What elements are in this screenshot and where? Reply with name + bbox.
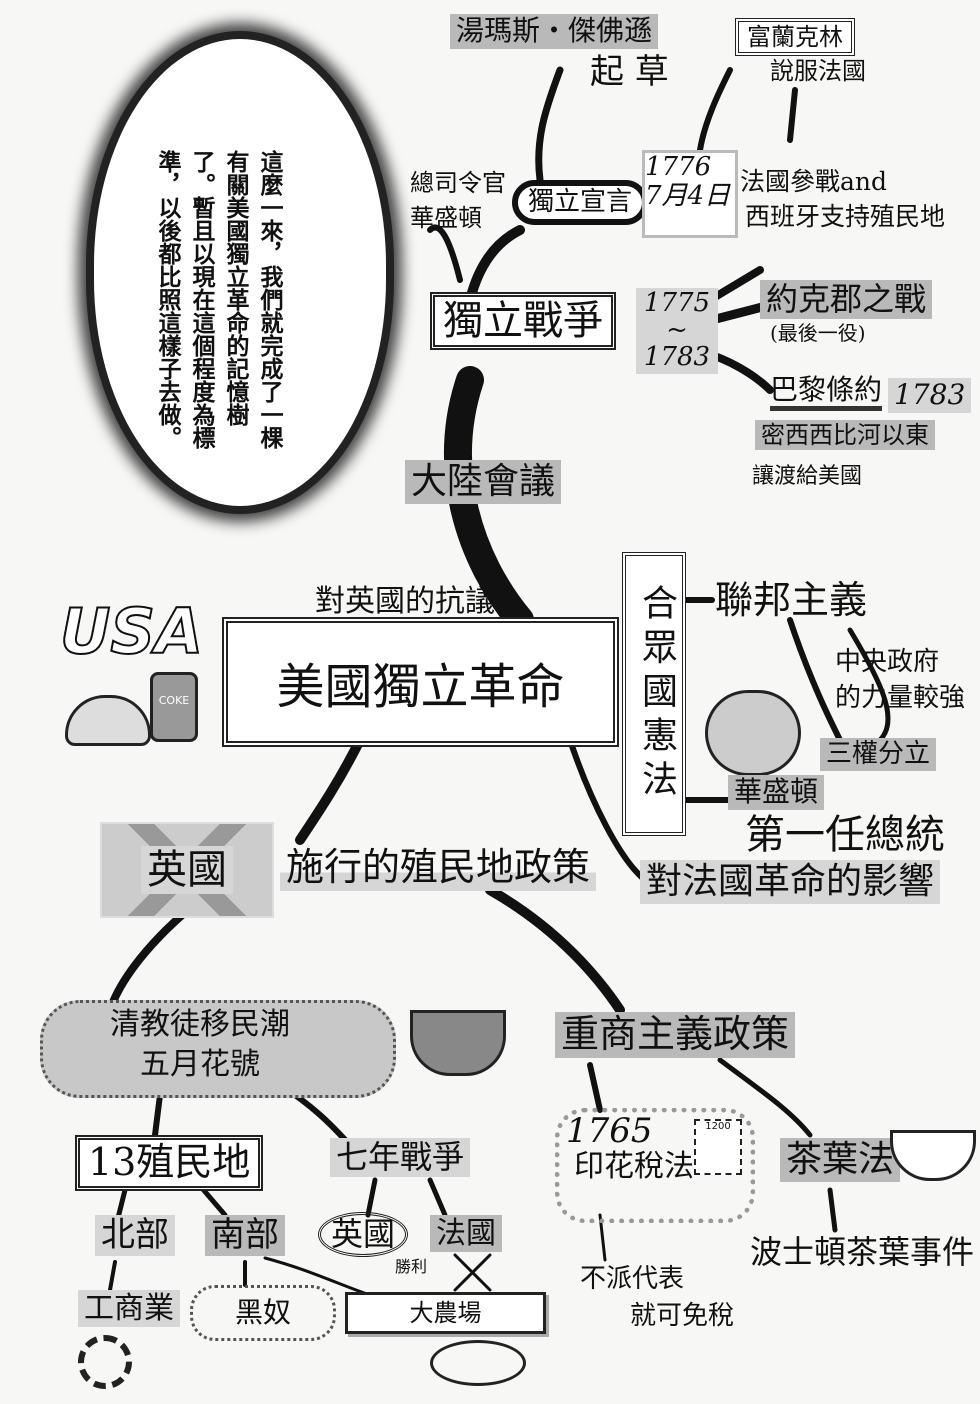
britain-label: 英國 <box>141 846 233 894</box>
war-end: 1783 <box>643 342 711 372</box>
node-jefferson: 湯瑪斯・傑佛遜 <box>450 14 659 49</box>
node-separation: 三權分立 <box>820 738 937 771</box>
node-last-battle: (最後一役) <box>770 321 866 345</box>
node-cede: 讓渡給美國 <box>752 464 863 489</box>
node-commander: 總司令官 <box>410 169 506 197</box>
node-first-president: 第一任總統 <box>745 812 945 858</box>
node-central-gov: 中央政府 <box>835 647 940 677</box>
node-plantation: 大農場 <box>345 1292 546 1334</box>
node-uk: 英國 <box>318 1212 409 1258</box>
node-puritan: 清教徒移民潮 <box>110 1007 290 1042</box>
node-war: 獨立戰爭 <box>430 292 616 350</box>
ship-icon <box>410 1010 506 1076</box>
node-tax-free: 就可免稅 <box>630 1301 735 1331</box>
node-paris-year: 1783 <box>888 378 972 413</box>
node-victory: 勝利 <box>395 1257 428 1276</box>
node-france-join: 法國參戰and <box>740 167 888 196</box>
node-declaration: 獨立宣言 <box>512 180 649 225</box>
gear-icon <box>78 1335 132 1389</box>
node-yorktown: 約克郡之戰 <box>760 280 933 320</box>
node-constitution: 合眾國憲法 <box>622 552 686 836</box>
center-node: 美國獨立革命 <box>222 617 619 747</box>
node-draft: 起 草 <box>590 52 669 92</box>
declaration-year: 1776 <box>645 152 712 182</box>
node-stronger: 的力量較強 <box>835 683 966 713</box>
coke-can: COKE <box>150 672 198 742</box>
node-french-revolution: 對法國革命的影響 <box>640 860 941 904</box>
node-franklin: 富蘭克林 <box>735 18 855 57</box>
node-declaration-date: 1776 7月4日 <box>642 150 738 238</box>
hamburger-icon <box>65 695 151 746</box>
node-south: 南部 <box>205 1215 285 1257</box>
node-washington-1: 華盛頓 <box>410 204 482 232</box>
node-washington-2: 華盛頓 <box>728 775 825 810</box>
declaration-day: 7月4日 <box>645 180 731 211</box>
war-start: 1775 <box>643 288 711 318</box>
node-slaves: 黑奴 <box>190 1285 336 1341</box>
node-colonies: 13殖民地 <box>75 1135 264 1191</box>
node-boston: 波士頓茶葉事件 <box>750 1233 975 1271</box>
stamp-year: 1765 <box>566 1111 653 1151</box>
stamp-act-label: 印花稅法 <box>574 1149 694 1185</box>
node-fr: 法國 <box>430 1215 502 1252</box>
node-congress: 大陸會議 <box>405 460 562 504</box>
node-mercantile: 重商主義政策 <box>555 1012 796 1058</box>
node-war-years: 1775 ~ 1783 <box>636 288 718 374</box>
pudding-icon <box>430 1340 526 1386</box>
speech-bubble <box>100 45 380 500</box>
stamp-icon: 1200 <box>694 1119 742 1175</box>
node-industry: 工商業 <box>78 1290 180 1327</box>
node-persuade-france: 說服法國 <box>770 57 866 85</box>
node-britain: 英國 <box>100 822 274 918</box>
bubble-text: 這麼一來，我們就完成了一棵有關美國獨立革命的記憶樹了。暫且以現在這個程度為標準，… <box>154 150 282 449</box>
war-tilde: ~ <box>666 315 688 345</box>
node-protest: 對英國的抗議 <box>315 584 495 619</box>
node-seven-years: 七年戰爭 <box>330 1138 471 1178</box>
node-mississippi: 密西西比河以東 <box>755 420 935 451</box>
usa-logo: USA <box>59 595 204 668</box>
node-north: 北部 <box>95 1215 175 1257</box>
node-policy: 施行的殖民地政策 <box>280 845 597 891</box>
tree-icon <box>705 690 801 776</box>
node-no-representation: 不派代表 <box>580 1264 685 1294</box>
node-mayflower: 五月花號 <box>140 1047 260 1082</box>
node-puritan-cloud <box>40 1000 396 1098</box>
node-tea-act: 茶葉法 <box>780 1138 901 1182</box>
node-federalism: 聯邦主義 <box>715 578 868 622</box>
node-paris: 巴黎條約 <box>770 374 883 411</box>
node-spain-support: 西班牙支持殖民地 <box>745 202 946 231</box>
node-stamp-act: 1765 印花稅法 1200 <box>555 1108 755 1223</box>
